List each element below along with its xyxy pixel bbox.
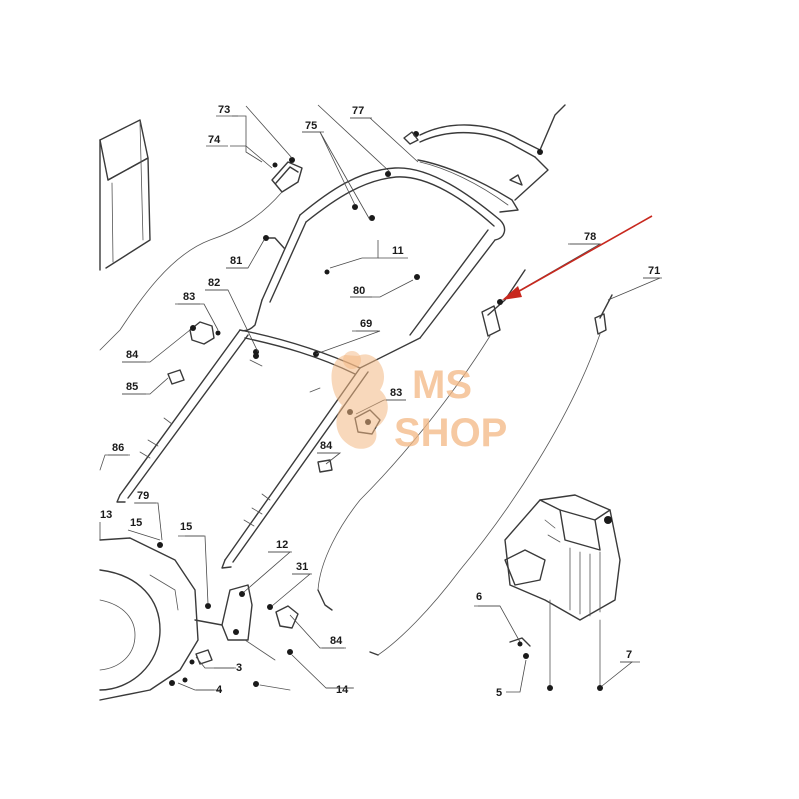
- small-parts-left: [99, 235, 285, 471]
- callout-12: 12: [276, 539, 288, 551]
- callout-77: 77: [352, 105, 364, 117]
- callout-85: 85: [126, 381, 138, 393]
- callout-15-right: 15: [180, 521, 192, 533]
- callout-75: 75: [305, 120, 317, 132]
- callout-84-upper: 84: [126, 349, 139, 361]
- callout-71: 71: [648, 265, 660, 277]
- callout-78: 78: [584, 231, 596, 243]
- callout-84-center: 84: [320, 440, 333, 452]
- drive-bail: [403, 104, 566, 213]
- callout-3: 3: [236, 662, 242, 674]
- callout-11: 11: [392, 245, 404, 257]
- callout-80: 80: [353, 285, 365, 297]
- callout-73: 73: [218, 104, 230, 116]
- callout-74: 74: [208, 134, 221, 146]
- callout-84-lower: 84: [330, 635, 343, 647]
- callout-4: 4: [216, 684, 223, 696]
- callout-6: 6: [476, 591, 482, 603]
- ms-shop-watermark: MS SHOP: [331, 351, 507, 455]
- callout-5: 5: [496, 687, 502, 699]
- callout-79: 79: [137, 490, 149, 502]
- throttle-control: [99, 157, 303, 351]
- handle-frame: [116, 167, 506, 569]
- callout-82: 82: [208, 277, 220, 289]
- callout-81: 81: [230, 255, 242, 267]
- callout-13: 13: [100, 509, 112, 521]
- grass-catcher: [99, 119, 151, 271]
- mower-deck: [99, 537, 199, 701]
- highlight-arrow: [502, 215, 653, 300]
- callout-15-left: 15: [130, 517, 142, 529]
- callout-83-center: 83: [390, 387, 402, 399]
- callout-69: 69: [360, 318, 372, 330]
- callout-14: 14: [336, 684, 349, 696]
- watermark-shop: SHOP: [394, 411, 507, 455]
- callout-labels: 73 74 75 77 11 81 80 82 83 69 84 85 83 8…: [100, 104, 662, 699]
- engine: [504, 494, 621, 691]
- watermark-ms: MS: [412, 363, 472, 407]
- callout-7: 7: [626, 649, 632, 661]
- callout-86: 86: [112, 442, 124, 454]
- cables: [317, 269, 613, 656]
- callout-83-upper: 83: [183, 291, 195, 303]
- callout-31: 31: [296, 561, 308, 573]
